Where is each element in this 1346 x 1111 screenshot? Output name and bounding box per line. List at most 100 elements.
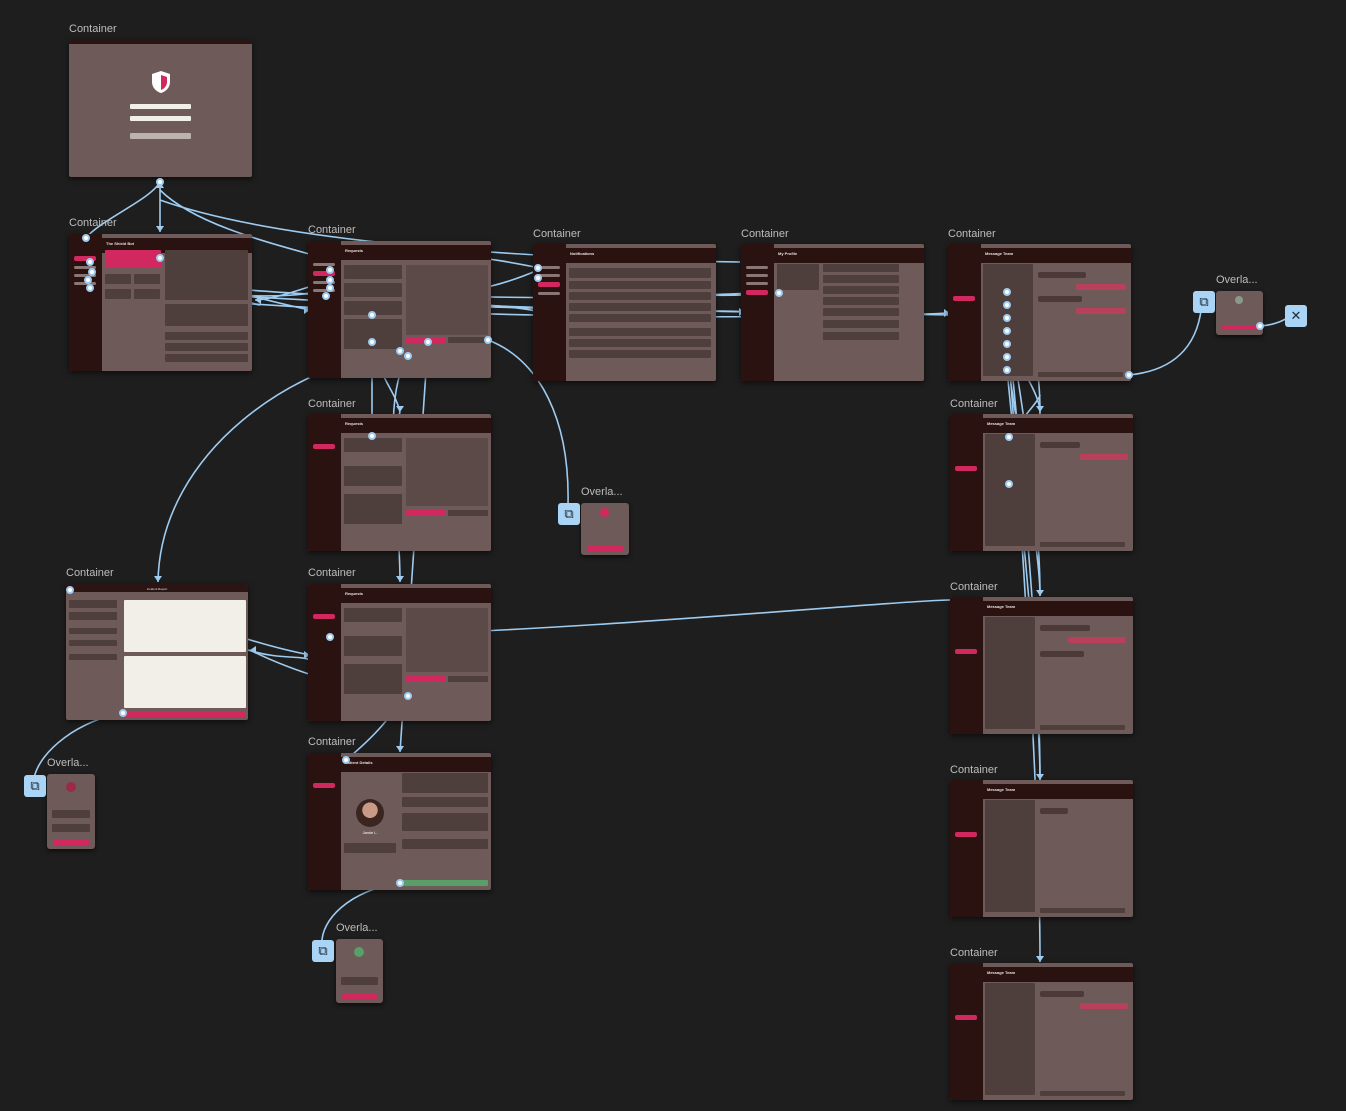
sidebar-item-profile[interactable] bbox=[313, 289, 335, 292]
connector-node[interactable] bbox=[534, 274, 542, 282]
detail-field[interactable] bbox=[402, 813, 488, 831]
connector-node[interactable] bbox=[424, 338, 432, 346]
sidebar-item-requests[interactable] bbox=[313, 444, 335, 449]
stat-card[interactable] bbox=[134, 274, 160, 284]
screen-patient-details[interactable]: Patient Details Jamie L. bbox=[308, 753, 491, 890]
sidebar-item-home[interactable] bbox=[313, 263, 335, 266]
request-card[interactable] bbox=[344, 664, 402, 694]
login-button[interactable] bbox=[130, 133, 191, 139]
sidebar-item-profile[interactable] bbox=[746, 290, 768, 295]
sidebar-item-requests[interactable] bbox=[313, 783, 335, 788]
list-item[interactable] bbox=[165, 354, 248, 362]
list-item[interactable] bbox=[569, 268, 711, 278]
connector-node[interactable] bbox=[775, 289, 783, 297]
connector-node[interactable] bbox=[156, 178, 164, 186]
profile-field[interactable] bbox=[823, 332, 899, 340]
screen-profile[interactable]: My Profile bbox=[741, 244, 924, 381]
connector-node[interactable] bbox=[326, 284, 334, 292]
overlay-message-sent[interactable] bbox=[1216, 291, 1263, 335]
stat-card[interactable] bbox=[105, 289, 131, 299]
connector-node[interactable] bbox=[484, 336, 492, 344]
request-card[interactable] bbox=[344, 283, 402, 297]
connector-node[interactable] bbox=[1003, 314, 1011, 322]
sidebar-item-notifications[interactable] bbox=[74, 274, 96, 277]
decline-button[interactable] bbox=[448, 510, 488, 516]
connector-node[interactable] bbox=[156, 254, 164, 262]
overlay-add-icon[interactable]: ⧉ bbox=[24, 775, 46, 797]
overlay-add-icon[interactable]: ⧉ bbox=[1193, 291, 1215, 313]
list-item[interactable] bbox=[569, 328, 711, 336]
connector-node[interactable] bbox=[1003, 327, 1011, 335]
submit-report-button[interactable] bbox=[124, 711, 246, 717]
sidebar-item-requests[interactable] bbox=[538, 274, 560, 277]
profile-field[interactable] bbox=[823, 286, 899, 294]
connector-node[interactable] bbox=[404, 692, 412, 700]
request-card[interactable] bbox=[344, 636, 402, 656]
connector-node[interactable] bbox=[1005, 433, 1013, 441]
sidebar-item-messages[interactable] bbox=[955, 649, 977, 654]
connector-node[interactable] bbox=[1003, 301, 1011, 309]
request-card[interactable] bbox=[344, 301, 402, 315]
profile-field[interactable] bbox=[823, 264, 899, 272]
connector-node[interactable] bbox=[1256, 322, 1264, 330]
request-card[interactable] bbox=[344, 494, 402, 524]
report-notes-textarea[interactable] bbox=[124, 656, 246, 708]
connector-node[interactable] bbox=[342, 756, 350, 764]
list-item[interactable] bbox=[569, 314, 711, 322]
screen-requests[interactable]: Requests bbox=[308, 241, 491, 378]
report-field[interactable] bbox=[69, 612, 117, 620]
screen-requests-3[interactable]: Requests bbox=[308, 584, 491, 721]
screen-requests-2[interactable]: Requests bbox=[308, 414, 491, 551]
connector-node[interactable] bbox=[82, 234, 90, 242]
connector-node[interactable] bbox=[84, 276, 92, 284]
screen-message-team-5[interactable]: Message Team bbox=[950, 963, 1133, 1100]
screen-incident-report[interactable]: Incident Report bbox=[66, 584, 248, 720]
contacts-list[interactable] bbox=[985, 983, 1035, 1095]
open-requests-card[interactable] bbox=[105, 250, 161, 268]
contacts-list[interactable] bbox=[985, 800, 1035, 912]
connector-node[interactable] bbox=[404, 352, 412, 360]
password-input[interactable] bbox=[130, 116, 191, 121]
connector-node[interactable] bbox=[326, 266, 334, 274]
accept-button[interactable] bbox=[406, 510, 446, 516]
screen-login[interactable] bbox=[69, 40, 252, 177]
list-item[interactable] bbox=[569, 303, 711, 311]
stat-card[interactable] bbox=[105, 274, 131, 284]
connector-node[interactable] bbox=[88, 268, 96, 276]
list-item[interactable] bbox=[569, 350, 711, 358]
report-field[interactable] bbox=[69, 640, 117, 646]
contacts-list[interactable] bbox=[985, 434, 1035, 546]
report-field[interactable] bbox=[69, 654, 117, 660]
message-input[interactable] bbox=[1040, 908, 1125, 913]
contacts-list[interactable] bbox=[985, 617, 1035, 729]
screen-message-team-3[interactable]: Message Team bbox=[950, 597, 1133, 734]
request-card[interactable] bbox=[344, 466, 402, 486]
sidebar-item-notifications[interactable] bbox=[746, 282, 768, 285]
overlay-ok-button[interactable] bbox=[587, 546, 623, 551]
connector-node[interactable] bbox=[326, 633, 334, 641]
profile-field[interactable] bbox=[823, 297, 899, 305]
sidebar-item-requests[interactable] bbox=[313, 271, 335, 276]
overlay-add-icon[interactable]: ⧉ bbox=[312, 940, 334, 962]
connector-node[interactable] bbox=[396, 347, 404, 355]
connector-node[interactable] bbox=[66, 586, 74, 594]
screen-message-team-4[interactable]: Message Team bbox=[950, 780, 1133, 917]
message-input[interactable] bbox=[1040, 542, 1125, 547]
decline-button[interactable] bbox=[448, 337, 488, 343]
screen-notifications[interactable]: Notifications bbox=[533, 244, 716, 381]
connector-node[interactable] bbox=[368, 311, 376, 319]
connector-node[interactable] bbox=[368, 432, 376, 440]
stat-card[interactable] bbox=[134, 289, 160, 299]
close-icon[interactable]: ✕ bbox=[1285, 305, 1307, 327]
connector-node[interactable] bbox=[368, 338, 376, 346]
connector-node[interactable] bbox=[86, 258, 94, 266]
request-card[interactable] bbox=[344, 265, 402, 279]
connector-node[interactable] bbox=[86, 284, 94, 292]
username-input[interactable] bbox=[130, 104, 191, 109]
connector-node[interactable] bbox=[1003, 353, 1011, 361]
list-item[interactable] bbox=[165, 343, 248, 351]
sidebar-item-home[interactable] bbox=[538, 266, 560, 269]
screen-message-team-2[interactable]: Message Team bbox=[950, 414, 1133, 551]
overlay-ok-button[interactable] bbox=[53, 840, 89, 845]
list-item[interactable] bbox=[569, 281, 711, 289]
